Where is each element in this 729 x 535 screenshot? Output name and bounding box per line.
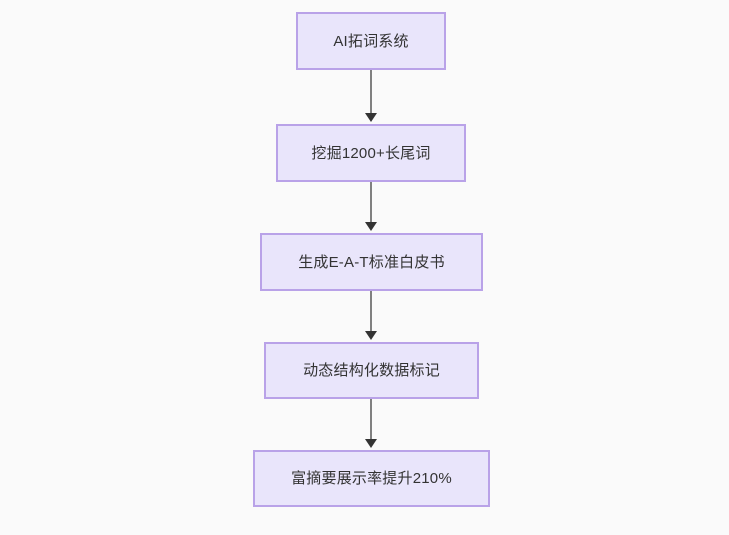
flowchart-node-rich-snippet-impression-uplift[interactable]: 富摘要展示率提升210% (253, 450, 490, 507)
node-label: 生成E-A-T标准白皮书 (298, 253, 445, 271)
arrow-down-icon (365, 439, 377, 448)
flowchart-edge-0-to-1 (370, 70, 372, 115)
node-label: 挖掘1200+长尾词 (311, 144, 431, 162)
flowchart-node-dynamic-structured-data-markup[interactable]: 动态结构化数据标记 (264, 342, 479, 399)
flowchart-edge-1-to-2 (370, 182, 372, 224)
arrow-down-icon (365, 222, 377, 231)
arrow-down-icon (365, 113, 377, 122)
node-label: AI拓词系统 (333, 32, 409, 50)
arrow-down-icon (365, 331, 377, 340)
flowchart-node-generate-eat-whitepaper[interactable]: 生成E-A-T标准白皮书 (260, 233, 483, 291)
node-label: 动态结构化数据标记 (303, 362, 440, 379)
node-label: 富摘要展示率提升210% (291, 470, 452, 487)
flowchart-node-mine-longtail-keywords[interactable]: 挖掘1200+长尾词 (276, 124, 466, 182)
flowchart-edge-2-to-3 (370, 291, 372, 333)
flowchart-edge-3-to-4 (370, 399, 372, 441)
flowchart-node-ai-keyword-system[interactable]: AI拓词系统 (296, 12, 446, 70)
